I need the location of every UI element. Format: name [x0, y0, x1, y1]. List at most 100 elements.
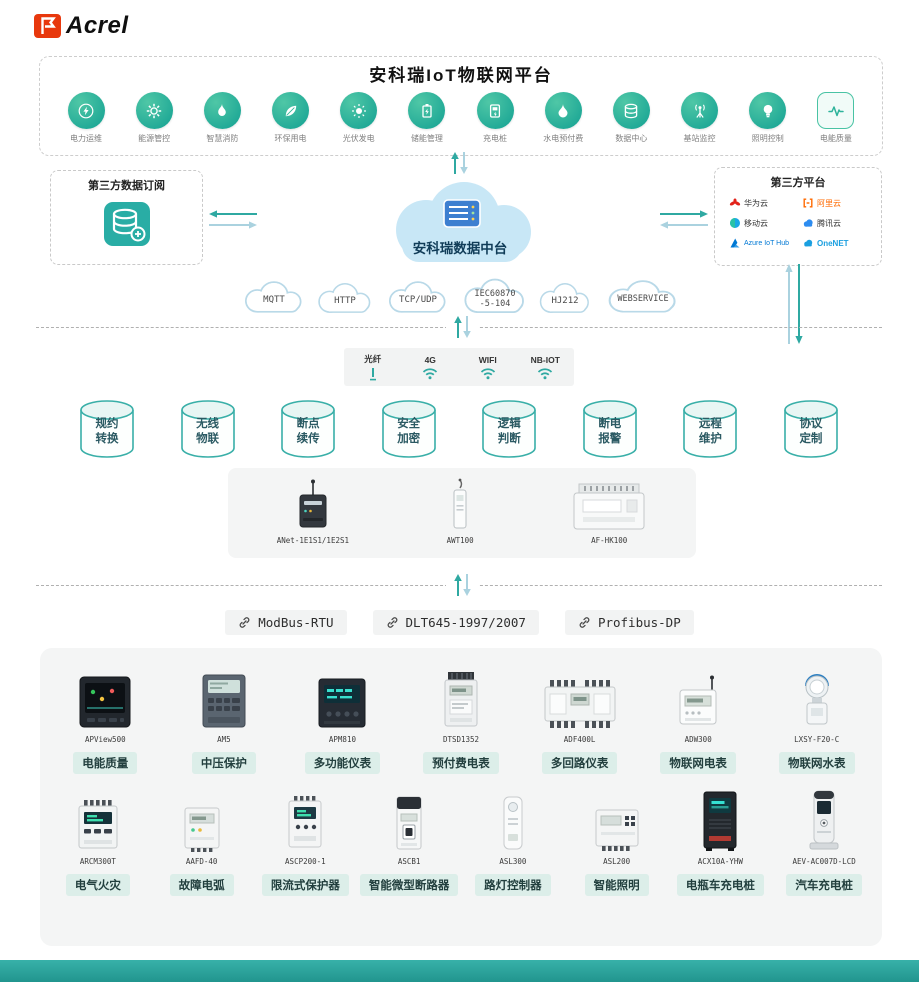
conn-4g: 4G [402, 348, 460, 386]
link-icon [579, 617, 590, 628]
device-image [805, 788, 843, 852]
app-item-fire-safety: 智慧消防 [190, 92, 254, 144]
device-ascb1: ASCB1 智能微型断路器 [357, 788, 461, 896]
data-center-label: 安科瑞数据中台 [412, 241, 508, 256]
updown-arrows-top [446, 150, 472, 176]
wifi-icon [423, 367, 438, 379]
device-image [74, 788, 122, 852]
chip-dlt645: DLT645-1997/2007 [372, 610, 539, 635]
provider-huawei: 华为云 [729, 197, 800, 209]
device-asl200: ASL200 智能照明 [565, 788, 669, 896]
sun-icon [340, 92, 378, 129]
device-image [674, 666, 722, 730]
app-item-lighting: 照明控制 [736, 92, 800, 144]
protocol-cloud-hj212: HJ212 [532, 279, 598, 319]
device-category-chip: 汽车充电桩 [786, 874, 862, 896]
chip-modbus: ModBus-RTU [225, 610, 347, 635]
device-asl300: ASL300 路灯控制器 [461, 788, 565, 896]
footer-bar [0, 960, 919, 982]
app-item-power-ops: 电力运维 [54, 92, 118, 144]
gear-icon [135, 92, 173, 129]
device-category-chip: 电气火灾 [65, 874, 130, 896]
link-icon [387, 617, 397, 628]
chip-profibus: Profibus-DP [564, 610, 694, 635]
device-adw300: ADW300 物联网电表 [639, 666, 758, 774]
protocol-cloud-iec: IEC60870 -5-104 [455, 274, 535, 320]
link-icon [239, 617, 250, 628]
devices-row-1: APView500 电能质量 AM5 中压保护 APM810 多功能仪表 DTS… [46, 666, 876, 774]
device-image [77, 666, 133, 730]
app-label: 光伏发电 [342, 134, 375, 143]
subscription-title: 第三方数据订阅 [88, 180, 165, 192]
device-image [440, 666, 482, 730]
updown-arrows-middle [446, 314, 478, 340]
device-dtsd1352: DTSD1352 预付费电表 [402, 666, 521, 774]
capability-cylinder: 无线 物联 [179, 398, 237, 460]
app-item-storage: 储能管理 [395, 92, 459, 144]
mobile-cloud-icon [730, 218, 740, 228]
device-image [592, 788, 642, 852]
device-aafd40: AAFD-40 故障电弧 [150, 788, 254, 896]
conn-wifi: WIFI [459, 348, 517, 386]
updown-arrows-lower [446, 572, 478, 598]
provider-aliyun: 阿里云 [802, 197, 873, 209]
device-image [798, 666, 836, 730]
device-image [699, 788, 741, 852]
device-category-chip: 限流式保护器 [261, 874, 349, 896]
platform-apps-row: 电力运维 能源管控 智慧消防 环保用电 光伏发电 [40, 86, 882, 144]
data-center-cloud: 安科瑞数据中台 [368, 178, 552, 270]
field-protocol-chips: ModBus-RTU DLT645-1997/2007 Profibus-DP [0, 610, 919, 635]
app-item-charging: 充电桩 [463, 92, 527, 144]
device-apm810: APM810 多功能仪表 [283, 666, 402, 774]
leaf-icon [272, 92, 310, 129]
gateway-capabilities-row: 规约 转换 无线 物联 断点 续传 安全 加密 逻辑 判断 断电 报警 远程 维… [78, 398, 840, 460]
protocol-cloud-mqtt: MQTT [236, 277, 312, 319]
device-image [199, 666, 249, 730]
device-category-chip: 智能照明 [584, 874, 649, 896]
device-acx10a: ACX10A-YHW 电瓶车充电桩 [669, 788, 773, 896]
device-category-chip: 路灯控制器 [475, 874, 551, 896]
flame-icon [203, 92, 241, 129]
antenna-icon [681, 92, 719, 129]
third-party-subscription-box: 第三方数据订阅 [50, 170, 203, 265]
gateway-device-image [447, 476, 473, 532]
app-item-eco-power: 环保用电 [259, 92, 323, 144]
conn-nbiot: NB-IOT [517, 348, 575, 386]
provider-onenet: OneNET [802, 237, 873, 249]
platform-title: 安科瑞IoT物联网平台 [369, 66, 553, 85]
wifi-icon [538, 367, 553, 379]
device-category-chip: 预付费电表 [423, 752, 499, 774]
protocol-cloud-http: HTTP [310, 279, 380, 319]
third-party-title: 第三方平台 [770, 177, 826, 189]
protocol-cloud-tcpudp: TCP/UDP [380, 277, 456, 319]
device-category-chip: 电瓶车充电桩 [676, 874, 764, 896]
device-category-chip: 中压保护 [191, 752, 256, 774]
app-label: 电能质量 [819, 134, 852, 143]
app-label: 储能管理 [410, 134, 443, 143]
aliyun-icon [803, 198, 813, 208]
app-item-datacenter: 数据中心 [599, 92, 663, 144]
device-am5: AM5 中压保护 [165, 666, 284, 774]
app-label: 照明控制 [751, 134, 784, 143]
cloud-icon [396, 182, 531, 262]
device-adf400l: ADF400L 多回路仪表 [520, 666, 639, 774]
azure-icon [730, 238, 740, 248]
provider-tencent: 腾讯云 [802, 217, 873, 229]
device-image [542, 666, 618, 730]
leftright-arrows-right [658, 205, 710, 233]
droplet-icon [544, 92, 582, 129]
app-item-prepaid: 水电预付费 [531, 92, 595, 144]
gateway-device-image [571, 476, 647, 532]
device-category-chip: 故障电弧 [169, 874, 234, 896]
app-label: 水电预付费 [543, 134, 584, 143]
app-label: 数据中心 [615, 134, 648, 143]
acrel-logo: Acrel [34, 12, 129, 40]
app-item-solar: 光伏发电 [327, 92, 391, 144]
database-icon [612, 92, 650, 129]
provider-mobile-cloud: 移动云 [729, 217, 800, 229]
capability-cylinder: 逻辑 判断 [480, 398, 538, 460]
tencent-cloud-icon [803, 219, 813, 227]
capability-cylinder: 断点 续传 [279, 398, 337, 460]
field-devices-box: APView500 电能质量 AM5 中压保护 APM810 多功能仪表 DTS… [40, 648, 882, 946]
app-label: 智慧消防 [206, 134, 239, 143]
